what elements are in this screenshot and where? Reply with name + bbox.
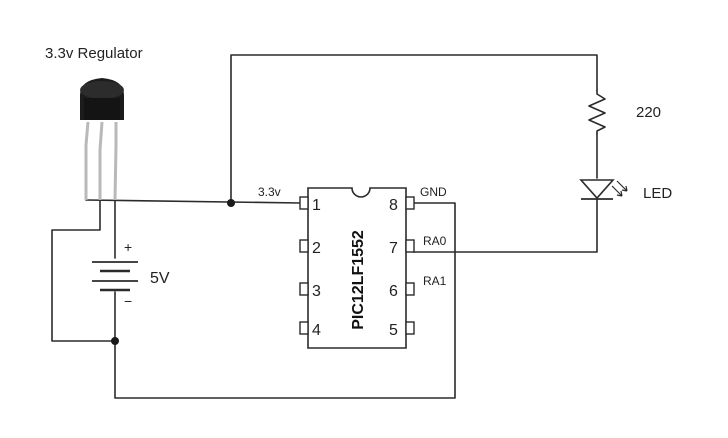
battery-plus-sign: + xyxy=(124,239,132,255)
resistor: 220 xyxy=(588,89,661,134)
resistor-label: 220 xyxy=(636,104,661,121)
pin-7-name: RA0 xyxy=(423,234,447,248)
chip-body xyxy=(307,187,407,349)
pin-5-pad xyxy=(405,321,415,335)
regulator: 3.3v Regulator xyxy=(45,45,143,201)
wire-gnd xyxy=(114,202,456,399)
wires xyxy=(51,54,598,399)
wire-vdd-rail xyxy=(85,199,301,204)
pin-1-pad xyxy=(299,196,309,210)
pin-5-number: 5 xyxy=(389,322,398,339)
vdd-net-label: 3.3v xyxy=(258,185,281,199)
regulator-flat-face xyxy=(84,98,120,120)
pin-6-number: 6 xyxy=(389,283,398,300)
junction-gnd xyxy=(111,337,119,345)
led-triangle xyxy=(579,179,615,200)
led-emission-arrow-1 xyxy=(611,185,623,197)
battery-minus-sign: − xyxy=(124,293,132,309)
wire-reg-gnd xyxy=(51,199,116,342)
ic-chip: 1 2 3 4 8 7 6 5 GND RA0 RA1 PIC12LF1552 xyxy=(299,185,447,349)
battery: + − 5V xyxy=(92,239,170,309)
resistor-zigzag xyxy=(588,89,606,134)
pin-6-pad xyxy=(405,282,415,296)
pin-8-name: GND xyxy=(420,185,447,199)
chip-name: PIC12LF1552 xyxy=(350,230,367,330)
battery-label: 5V xyxy=(150,270,170,287)
wire-led-to-ra0 xyxy=(412,199,598,253)
pin-4-number: 4 xyxy=(312,322,321,339)
pin-7-pad xyxy=(405,239,415,253)
wire-vdd-to-resistor xyxy=(230,54,598,204)
regulator-leads xyxy=(84,121,118,201)
pin-3-pad xyxy=(299,282,309,296)
pin-8-pad xyxy=(405,196,415,210)
led-emission-arrow-2 xyxy=(616,180,628,192)
led-label: LED xyxy=(643,185,672,202)
pin-7-number: 7 xyxy=(389,240,398,257)
junction-vdd xyxy=(227,199,235,207)
pin-3-number: 3 xyxy=(312,283,321,300)
regulator-top xyxy=(80,81,124,99)
pin-2-pad xyxy=(299,239,309,253)
led: LED xyxy=(579,179,672,202)
pin-8-number: 8 xyxy=(389,197,398,214)
pin-6-name: RA1 xyxy=(423,274,447,288)
pin-4-pad xyxy=(299,321,309,335)
regulator-label: 3.3v Regulator xyxy=(45,45,143,62)
pin-2-number: 2 xyxy=(312,240,321,257)
pin-1-number: 1 xyxy=(312,197,321,214)
